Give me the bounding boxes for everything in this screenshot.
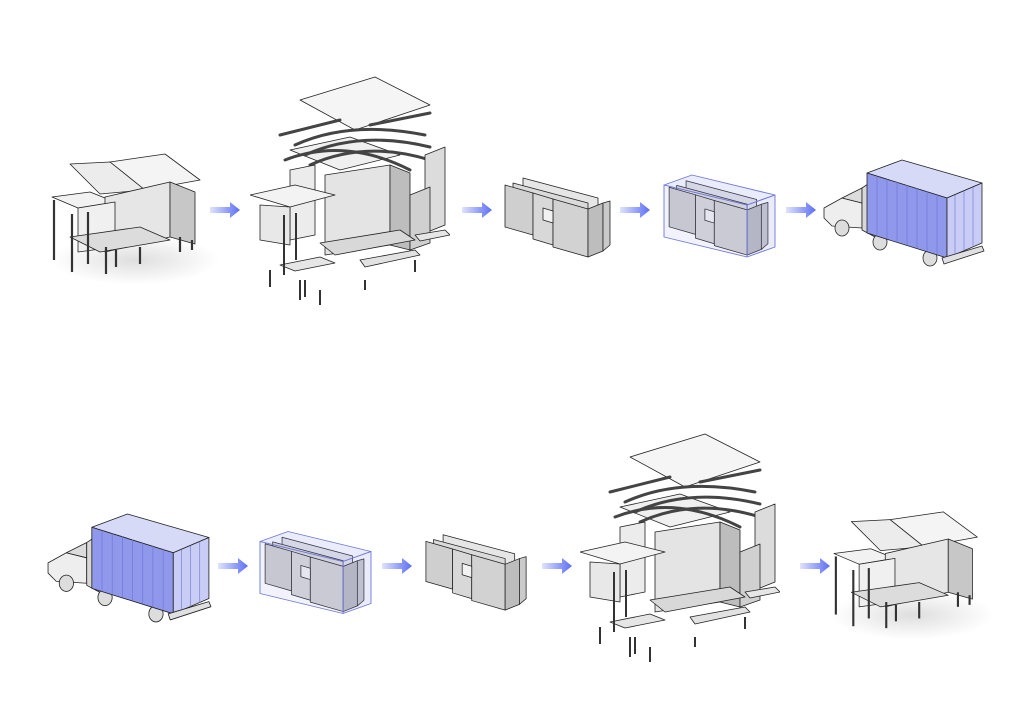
exploded-house-illustration xyxy=(580,432,780,662)
arrow-right-icon xyxy=(382,558,412,574)
crated-panels-illustration xyxy=(258,528,373,616)
house-illustration xyxy=(832,508,987,633)
house-illustration xyxy=(50,152,210,277)
arrow-right-icon xyxy=(800,558,830,574)
truck-illustration xyxy=(45,512,215,624)
truck-illustration xyxy=(822,158,987,268)
panel-stack-illustration xyxy=(424,528,529,613)
arrow-right-icon xyxy=(620,202,650,218)
arrow-right-icon xyxy=(542,558,572,574)
arrow-right-icon xyxy=(462,202,492,218)
exploded-house-illustration xyxy=(250,75,450,305)
panel-stack-illustration xyxy=(503,173,613,258)
arrow-right-icon xyxy=(786,202,816,218)
crated-panels-illustration xyxy=(662,173,777,258)
arrow-right-icon xyxy=(210,202,240,218)
arrow-right-icon xyxy=(218,558,248,574)
